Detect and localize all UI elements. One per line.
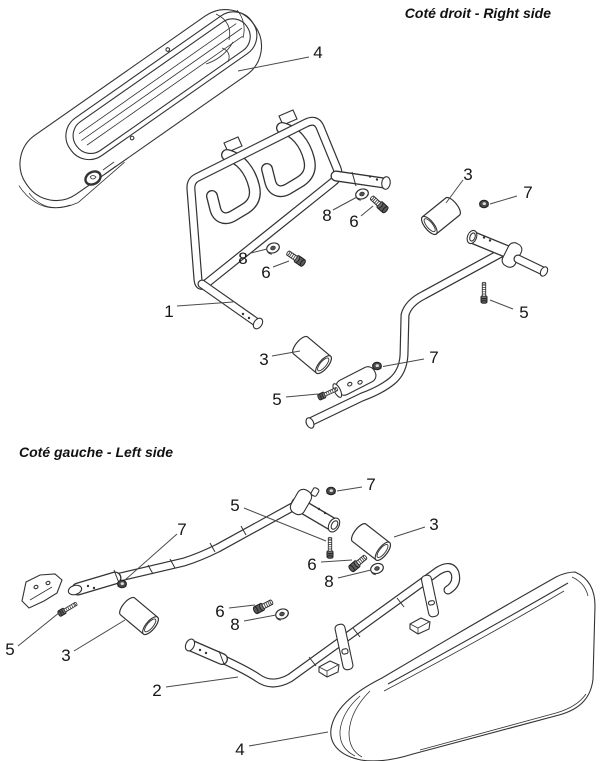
right-frame [186, 109, 391, 330]
callout-left-bolt-long-top: 5 [230, 496, 239, 515]
bolt-left-upper [347, 553, 369, 574]
spacer-right-bottom [289, 333, 335, 377]
washer-left-upper [368, 561, 386, 577]
left-frame [184, 563, 461, 688]
right-leader-lines [176, 56, 518, 398]
callout-right-bolt-long-top: 5 [519, 303, 528, 322]
spacer-right-top [418, 194, 464, 238]
left-side-title: Coté gauche - Left side [19, 444, 173, 460]
spacer-left-left [116, 594, 162, 638]
callout-right-washer-mid: 8 [238, 249, 247, 268]
nut-right-bottom [372, 361, 382, 371]
callout-left-spacer-top: 3 [429, 515, 438, 534]
callout-right-bolt-long-bottom: 5 [272, 390, 281, 409]
spacer-left-top [348, 520, 394, 564]
callout-left-bolt-lower: 6 [215, 602, 224, 621]
callout-left-nut-top: 7 [366, 475, 375, 494]
nut-left-top [326, 486, 336, 496]
nut-right-top [479, 199, 489, 209]
callout-left-pad: 4 [235, 740, 244, 759]
right-pad [18, 9, 263, 209]
bolt-left-lower [251, 597, 275, 615]
right-side-section: Coté droit - Right side [18, 5, 551, 429]
callout-right-nut-bottom: 7 [429, 348, 438, 367]
right-side-title: Coté droit - Right side [405, 5, 551, 21]
bolt-right-top [368, 193, 390, 215]
washer-right-mid [264, 240, 282, 256]
l-bracket-left [318, 660, 340, 678]
callout-right-nut-top: 7 [523, 183, 532, 202]
callout-left-spacer-left: 3 [61, 646, 70, 665]
callout-right-spacer-bottom: 3 [259, 350, 268, 369]
bolt-long-right-top [480, 281, 488, 304]
callout-left-nut-left: 7 [177, 520, 186, 539]
left-leader-lines [17, 486, 426, 747]
left-crossbar [21, 487, 341, 609]
l-bracket-right [409, 617, 431, 635]
callout-left-washer-upper: 8 [324, 572, 333, 591]
right-crossbar [305, 229, 549, 429]
callout-left-bolt-long-left: 5 [5, 640, 14, 659]
bolt-long-left-top [326, 536, 334, 559]
callout-left-bolt-upper: 6 [307, 555, 316, 574]
bolt-right-mid [284, 248, 307, 268]
crossbar-clamp-left [289, 488, 313, 516]
left-end-bracket-plate [21, 573, 63, 609]
pad-strap-left [334, 623, 354, 671]
callout-right-frame: 1 [164, 302, 173, 321]
callout-left-frame: 2 [152, 681, 161, 700]
frame-bracket-left [206, 149, 261, 225]
frame-bracket-right [261, 122, 316, 198]
bolt-long-left-left [56, 600, 79, 618]
left-side-section: Coté gauche - Left side [5, 444, 596, 761]
callout-right-bolt-mid: 6 [261, 263, 270, 282]
nut-left-left [117, 579, 127, 589]
callout-right-pad: 4 [313, 43, 322, 62]
washer-left-lower [273, 606, 291, 622]
callout-right-bolt-top: 6 [349, 212, 358, 231]
callout-right-washer-top: 8 [322, 206, 331, 225]
washer-right-top [353, 186, 371, 202]
callout-left-washer-lower: 8 [230, 615, 239, 634]
pad-strap-right [420, 574, 440, 618]
brand-logo [84, 161, 117, 186]
left-pad [330, 571, 596, 761]
callout-right-spacer-top: 3 [463, 165, 472, 184]
